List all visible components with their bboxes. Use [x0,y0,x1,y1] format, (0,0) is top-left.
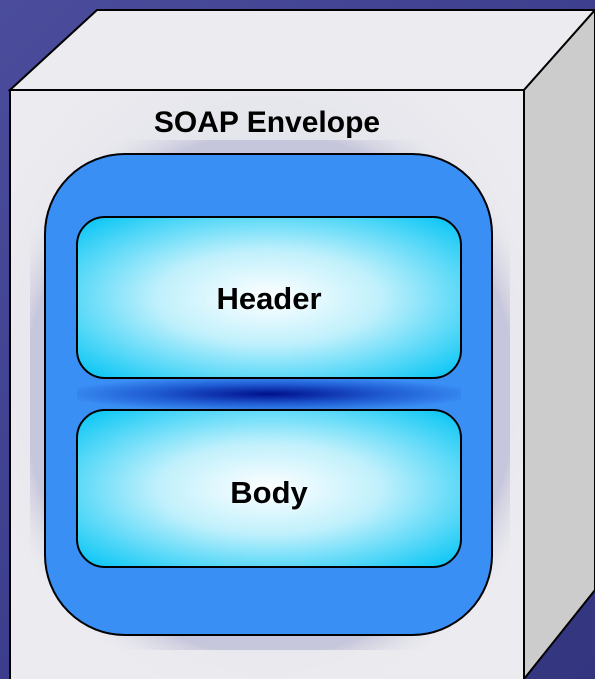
header-label: Header [216,281,322,316]
header-section [76,216,462,379]
body-label: Body [230,475,308,510]
envelope-title: SOAP Envelope [153,106,381,139]
cube-top-face [7,9,595,91]
cube-side-face [523,8,595,679]
header-body-connector [77,378,461,410]
body-section [76,409,462,568]
